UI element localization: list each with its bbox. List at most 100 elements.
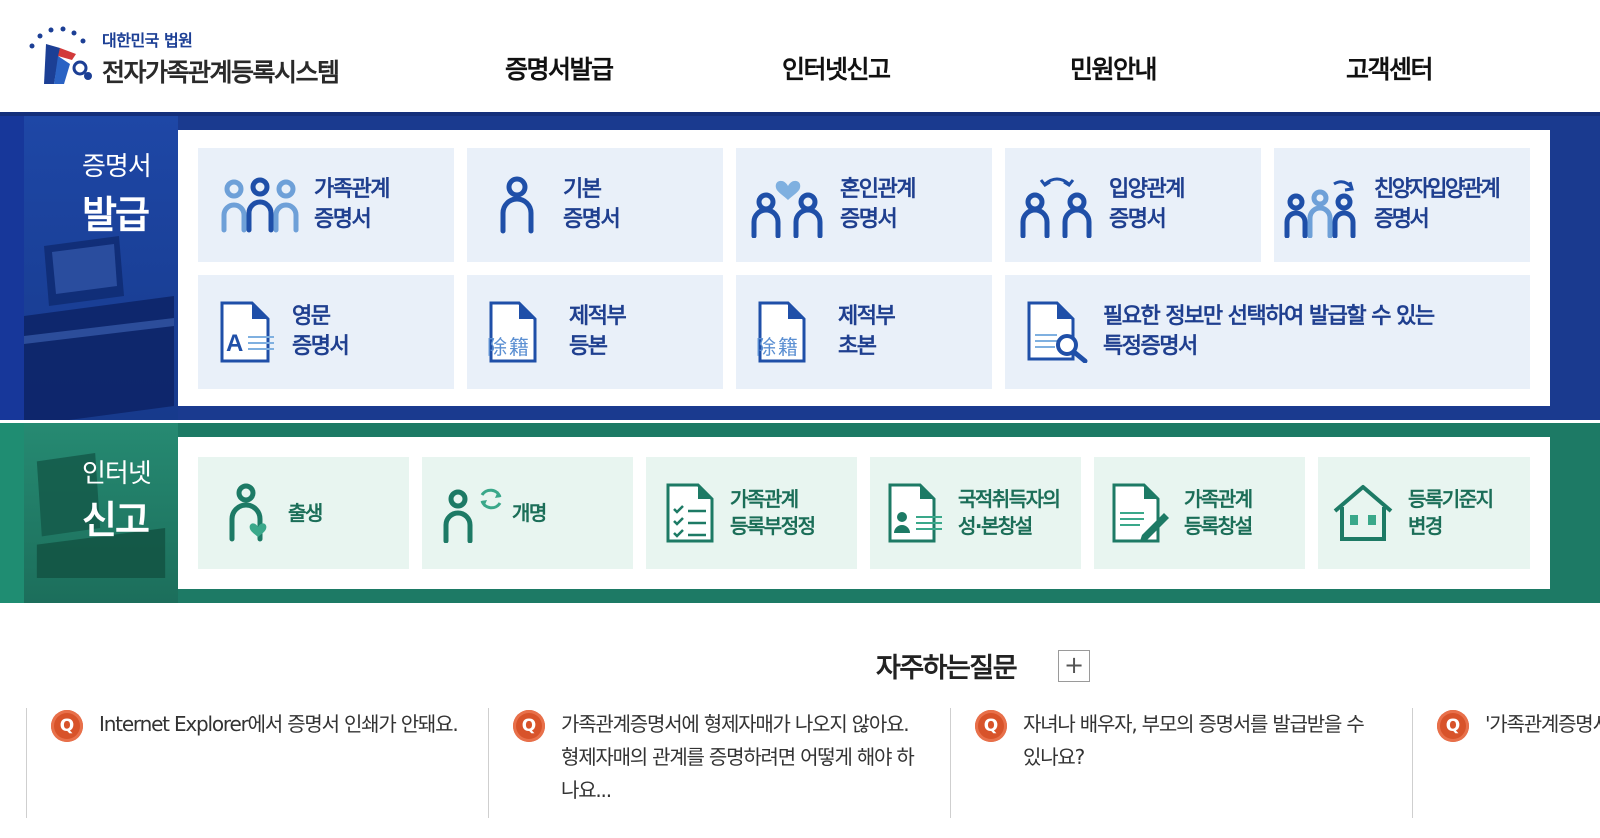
removed-register-icon: 除籍	[487, 301, 555, 363]
nav-customer-center[interactable]: 고객센터	[1346, 55, 1434, 84]
faq-item[interactable]: Q '가족관계증명서'가 나오며 영문	[1412, 708, 1600, 818]
tile-label-1: 가족관계	[314, 177, 390, 202]
tile-label-1: 개명	[512, 500, 547, 525]
person-icon	[500, 176, 534, 234]
faq-more-button[interactable]: +	[1058, 650, 1090, 682]
tile-label-2: 증명서	[840, 207, 898, 232]
document-search-icon	[1027, 301, 1088, 363]
logo-org: 대한민국 법원	[102, 31, 193, 50]
document-pen-icon	[1112, 483, 1169, 543]
tile-label-1: 제적부	[838, 304, 896, 329]
tile-label-1: 기본	[563, 177, 602, 202]
tile-birth-report[interactable]: 출생	[198, 457, 409, 569]
tile-label-2: 증명서	[314, 207, 372, 232]
tile-label-1: 제적부	[569, 304, 627, 329]
header: 대한민국 법원 전자가족관계등록시스템 증명서발급 인터넷신고 민원안내 고객센…	[0, 0, 1600, 112]
nav-civil-guide[interactable]: 민원안내	[1070, 55, 1158, 84]
nav-internet-report[interactable]: 인터넷신고	[782, 55, 891, 84]
printer-icon	[24, 236, 174, 420]
birth-icon	[229, 483, 267, 542]
rename-icon	[443, 488, 502, 543]
tile-label-2: 변경	[1408, 514, 1443, 538]
site-logo[interactable]: 대한민국 법원 전자가족관계등록시스템	[24, 24, 384, 92]
tile-label-2: 등본	[569, 334, 608, 359]
tile-label-1: 가족관계	[1184, 487, 1253, 511]
side-label-small: 인터넷	[82, 459, 152, 489]
certificate-side-label: 증명서 발급	[24, 116, 178, 420]
faq-item[interactable]: Q 가족관계증명서에 형제자매가 나오지 않아요. 형제자매의 관계를 증명하려…	[488, 708, 948, 818]
tile-label-1: 입양관계	[1109, 177, 1185, 202]
faq-question: 가족관계증명서에 형제자매가 나오지 않아요. 형제자매의 관계를 증명하려면 …	[561, 712, 915, 802]
tile-label-2: 증명서	[563, 207, 621, 232]
band-right-edge	[1550, 116, 1600, 420]
faq-question: '가족관계증명서'가 나오며 영문	[1485, 712, 1600, 736]
nav-certificate[interactable]: 증명서발급	[505, 55, 614, 84]
tile-label-1: 가족관계	[730, 487, 799, 511]
tile-label-2: 특정증명서	[1103, 334, 1198, 359]
house-icon	[1333, 485, 1393, 541]
band-right-edge	[1550, 423, 1600, 603]
faq-item[interactable]: Q Internet Explorer에서 증명서 인쇄가 안돼요.	[26, 708, 486, 818]
tile-label-1: 출생	[288, 500, 323, 525]
faq-title: 자주하는질문	[876, 653, 1018, 684]
court-emblem-icon	[29, 26, 92, 84]
full-adoption-icon	[1284, 180, 1356, 238]
tile-label-1: 친양자입양관계	[1374, 177, 1501, 202]
report-section: 인터넷 신고 출생 개명	[0, 423, 1600, 603]
marriage-icon	[751, 180, 823, 238]
side-label-small: 증명서	[82, 152, 152, 182]
removed-register-badge: 除籍	[756, 335, 800, 359]
family-icon	[221, 177, 299, 233]
nationality-icon	[888, 483, 942, 543]
removed-register-icon: 除籍	[756, 301, 824, 363]
tile-label-2: 초본	[838, 334, 877, 359]
faq-question: 자녀나 배우자, 부모의 증명서를 발급받을 수 있나요?	[1023, 712, 1365, 769]
tile-rename-report[interactable]: 개명	[422, 457, 633, 569]
tile-label-2: 등록창설	[1184, 514, 1253, 538]
laptop-icon	[36, 453, 166, 578]
tile-label-2: 성·본창설	[958, 514, 1033, 538]
tile-label-1: 필요한 정보만 선택하여 발급할 수 있는	[1103, 304, 1435, 329]
removed-register-badge: 除籍	[487, 335, 531, 359]
tile-label-1: 등록기준지	[1408, 487, 1494, 511]
report-side-label: 인터넷 신고	[24, 423, 178, 603]
question-icon: Q	[51, 710, 83, 742]
side-label-big: 발급	[82, 193, 150, 237]
english-document-icon: A	[220, 301, 274, 363]
faq-item[interactable]: Q 자녀나 배우자, 부모의 증명서를 발급받을 수 있나요?	[950, 708, 1410, 818]
question-icon: Q	[975, 710, 1007, 742]
checklist-icon	[666, 483, 714, 543]
faq-question: Internet Explorer에서 증명서 인쇄가 안돼요.	[99, 712, 459, 736]
tile-label-2: 증명서	[1109, 207, 1167, 232]
tile-label-1: 국적취득자의	[958, 487, 1061, 511]
svg-text:A: A	[226, 330, 243, 357]
tile-label-2: 증명서	[1374, 207, 1430, 232]
tile-label-2: 증명서	[292, 334, 350, 359]
tile-label-1: 혼인관계	[840, 177, 916, 202]
logo-title: 전자가족관계등록시스템	[102, 58, 340, 87]
band-strip	[0, 116, 24, 420]
adoption-icon	[1020, 177, 1092, 238]
tile-label-1: 영문	[292, 304, 331, 329]
band-strip	[0, 423, 24, 603]
question-icon: Q	[1437, 710, 1469, 742]
main-nav: 증명서발급 인터넷신고 민원안내 고객센터	[0, 50, 1600, 90]
tile-label-2: 등록부정정	[730, 514, 816, 538]
question-icon: Q	[513, 710, 545, 742]
